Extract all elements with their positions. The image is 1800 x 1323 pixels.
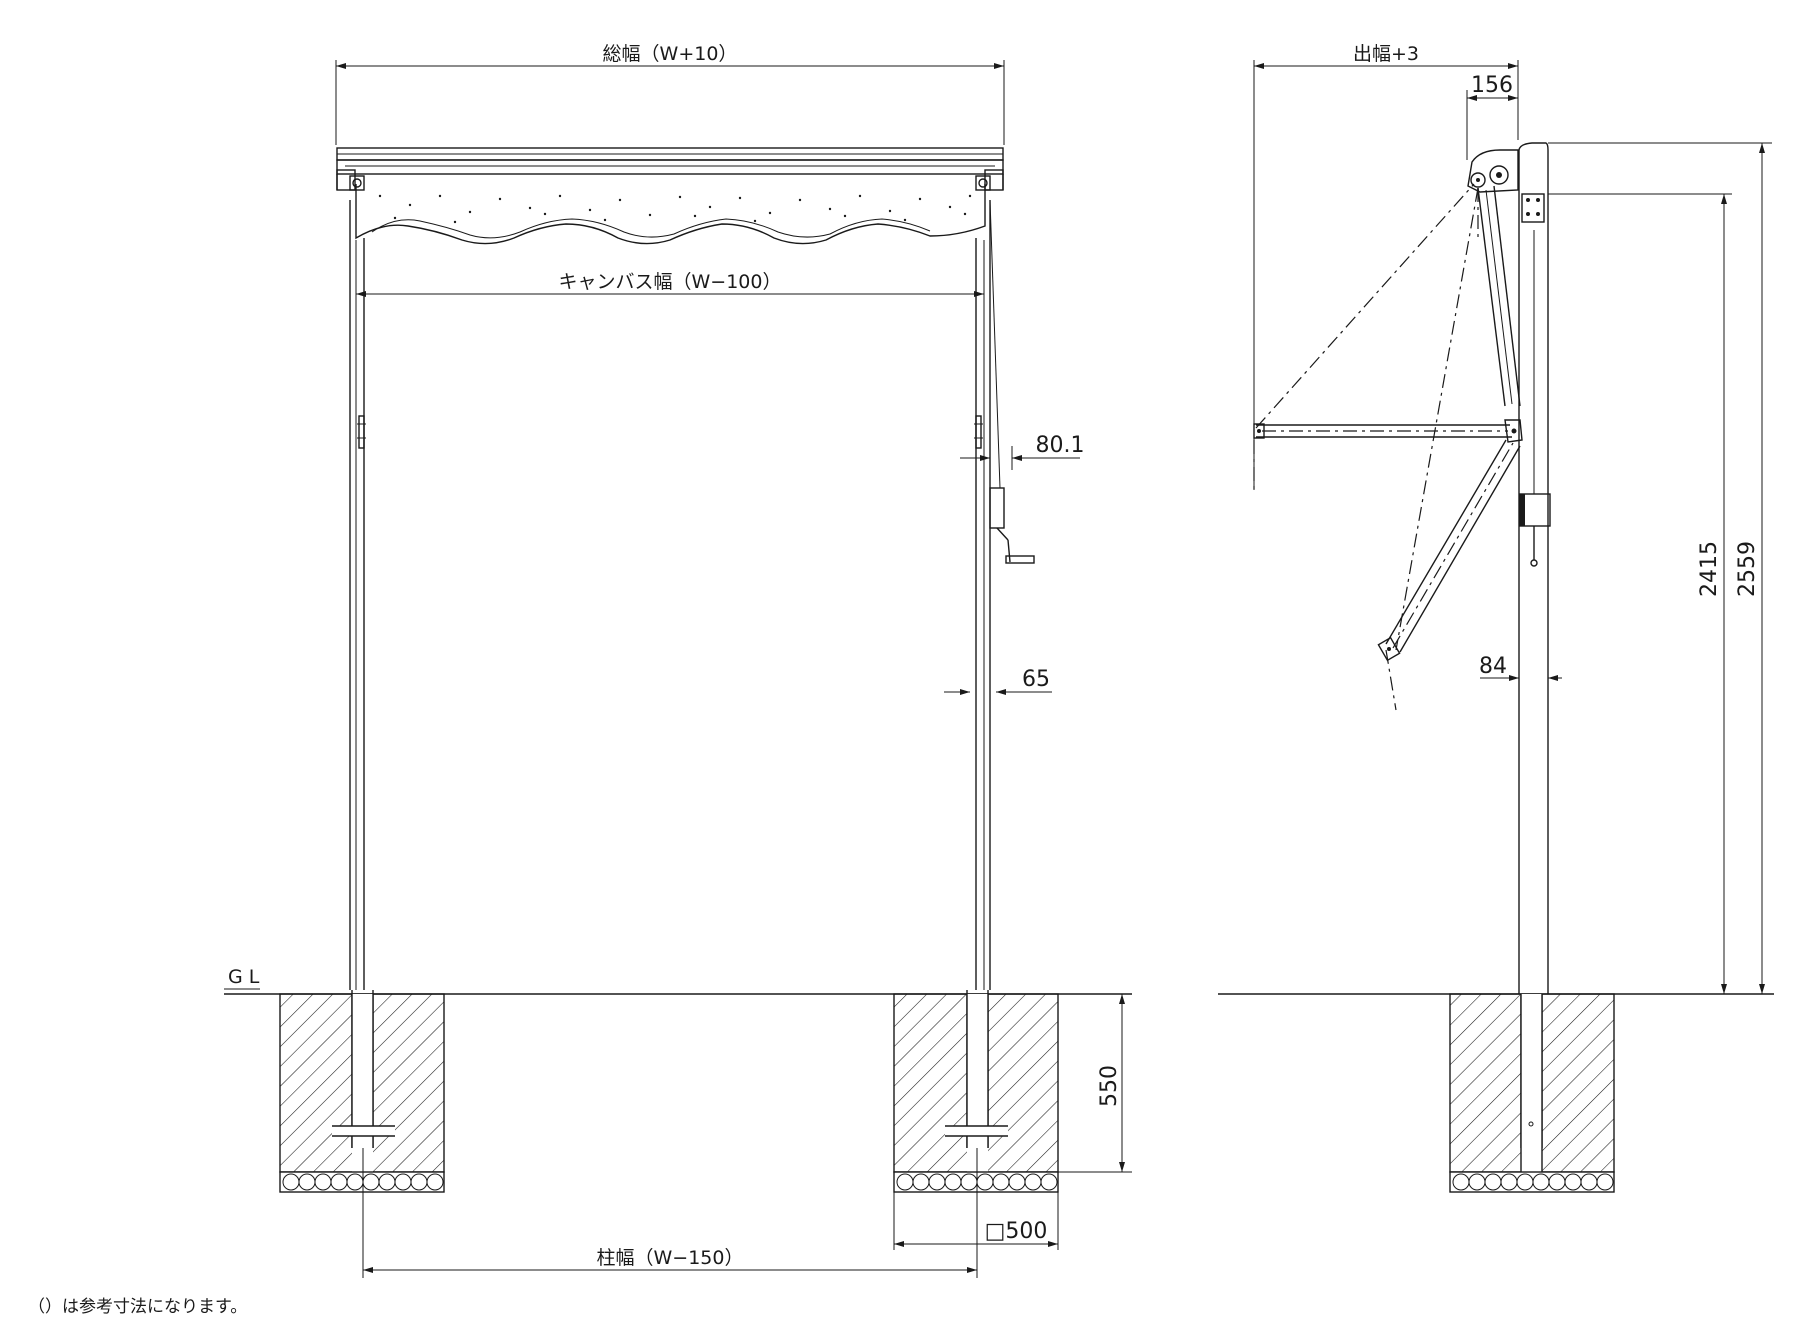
reference-note: （）は参考寸法になります。 [28,1297,248,1317]
dim-canvas-width: キャンバス幅（W−100） [356,271,984,297]
side-arm [1253,185,1523,443]
canvas-valance [355,184,986,245]
foundation-size-label: □500 [985,1219,1048,1244]
bracket-depth-label: 156 [1471,73,1513,98]
side-foundation [1449,993,1615,1193]
dim-foundation-depth: 550 [1058,994,1132,1173]
side-bracket [1467,149,1519,193]
dim-height-inner: 2415 [1548,193,1732,994]
dim-post-width: 柱幅（W−150） [362,1148,978,1278]
crank-handle [989,487,1035,564]
side-view: 出幅+3 156 [1218,43,1774,1193]
projection-label: 出幅+3 [1353,43,1419,65]
dim-projection: 出幅+3 [1253,43,1519,490]
ground-line-label: G L [228,966,260,988]
height-total-label: 2559 [1735,541,1760,597]
dim-total-width: 総幅（W+10） [335,43,1005,145]
right-gravel [896,1173,1058,1191]
foundation-depth-label: 550 [1097,1065,1122,1107]
post-depth-label: 84 [1479,654,1507,679]
post-width-label: 柱幅（W−150） [597,1247,744,1269]
dim-handle-offset: 80.1 [960,433,1084,470]
left-foundation [279,993,445,1193]
dim-height-total: 2559 [1548,142,1772,994]
folded-arm-outline [1253,183,1521,711]
canvas-dots [378,194,972,224]
height-inner-label: 2415 [1697,541,1722,597]
left-gravel [282,1173,444,1191]
handle-offset-label: 80.1 [1036,433,1085,458]
right-foundation [893,993,1059,1193]
dim-foundation-size: □500 [893,1192,1059,1250]
total-width-label: 総幅（W+10） [603,43,738,65]
ground-line-front: G L [224,966,1132,995]
post-section-label: 65 [1022,667,1050,692]
front-view: 総幅（W+10） キャンバス幅（W− [224,43,1132,1278]
canvas-width-label: キャンバス幅（W−100） [559,271,782,293]
dim-bracket-depth: 156 [1466,73,1518,160]
side-gravel [1452,1173,1614,1191]
side-crank [1519,230,1551,567]
awning-cassette [336,147,1004,191]
dim-post-depth: 84 [1479,654,1562,681]
dim-post-section: 65 [944,667,1052,695]
